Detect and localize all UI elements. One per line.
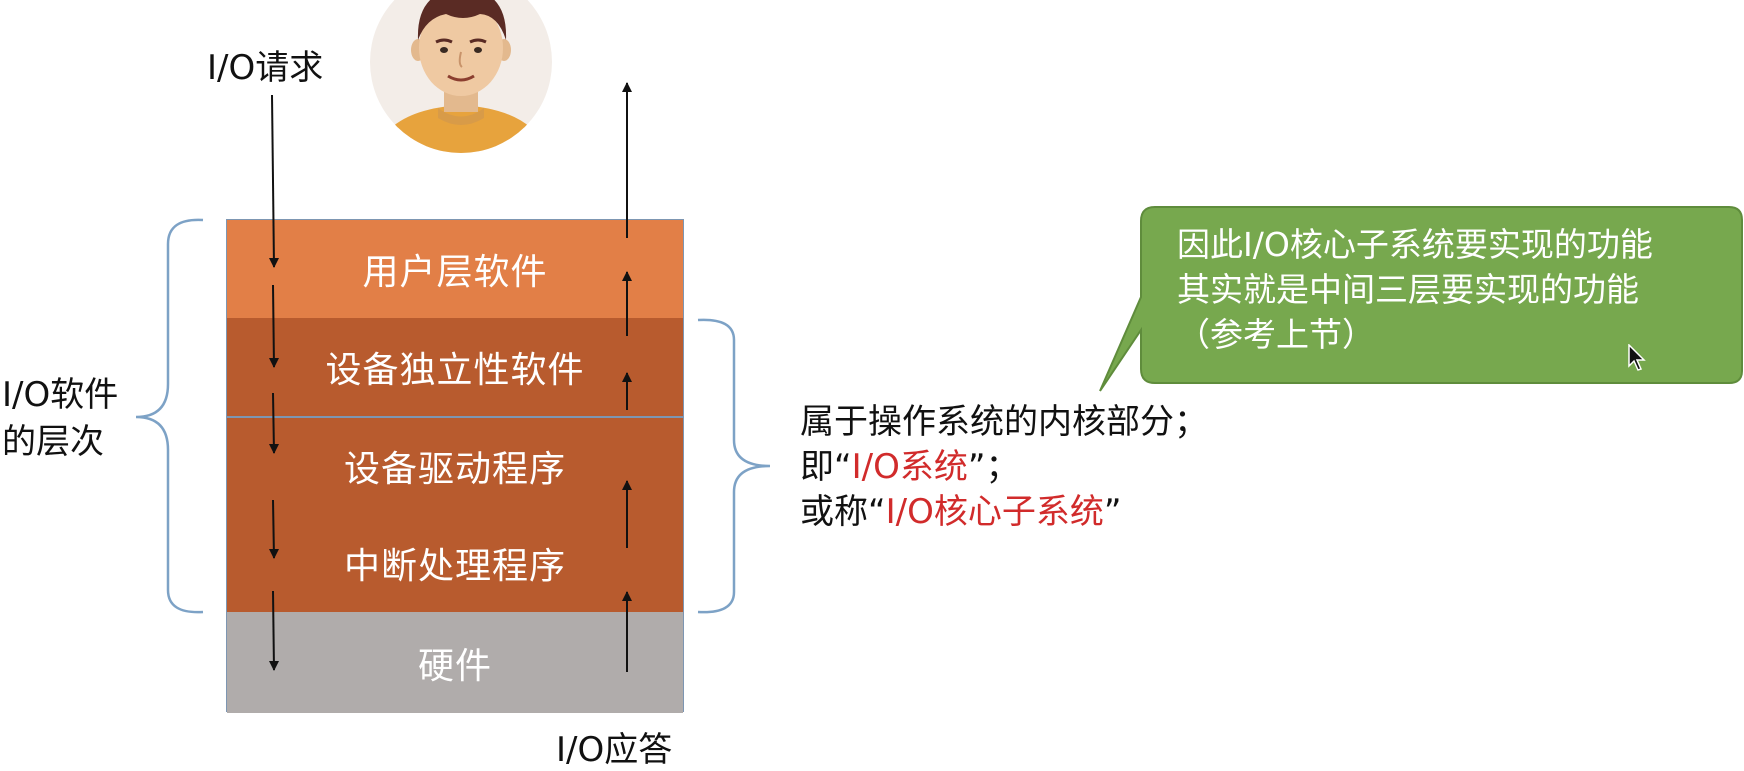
right-curly-bracket bbox=[697, 318, 771, 614]
callout-bubble bbox=[1099, 206, 1743, 392]
kernel-note: 属于操作系统的内核部分； 即“I/O系统”； 或称“I/O核心子系统” bbox=[800, 400, 1208, 535]
left-curly-bracket bbox=[135, 218, 204, 614]
io-system-highlight: I/O系统 bbox=[851, 447, 968, 487]
request-arrows bbox=[269, 95, 279, 671]
io-response-label: I/O应答 bbox=[556, 730, 673, 770]
callout-line3: （参考上节） bbox=[1177, 315, 1375, 354]
kernel-note-line2-prefix: 即“ bbox=[800, 447, 852, 487]
layer-user-software: 用户层软件 bbox=[227, 220, 683, 318]
layer-device-driver: 设备驱动程序 bbox=[227, 416, 683, 514]
kernel-note-line3: 或称“I/O核心子系统” bbox=[800, 490, 1208, 535]
request-arrow-3 bbox=[269, 392, 279, 454]
callout-text: 因此I/O核心子系统要实现的功能 其实就是中间三层要实现的功能 （参考上节） bbox=[1177, 222, 1653, 357]
io-request-label: I/O请求 bbox=[207, 48, 324, 88]
kernel-note-line2-suffix: ”； bbox=[967, 447, 1020, 487]
io-core-subsystem-highlight: I/O核心子系统 bbox=[885, 492, 1104, 532]
request-arrow-1 bbox=[269, 95, 279, 268]
kernel-note-line1: 属于操作系统的内核部分； bbox=[800, 402, 1208, 442]
software-levels-label: I/O软件 的层次 bbox=[2, 372, 118, 466]
mouse-cursor-icon bbox=[1628, 344, 1646, 371]
callout-line1: 因此I/O核心子系统要实现的功能 bbox=[1177, 225, 1653, 264]
io-software-layer-stack: 用户层软件 设备独立性软件 设备驱动程序 中断处理程序 硬件 bbox=[226, 219, 684, 713]
software-levels-label-line2: 的层次 bbox=[2, 422, 104, 462]
response-arrows bbox=[622, 82, 632, 672]
layer-interrupt-handler: 中断处理程序 bbox=[227, 514, 683, 612]
layer-hardware: 硬件 bbox=[227, 612, 683, 713]
request-arrow-4 bbox=[269, 499, 279, 559]
kernel-note-line3-suffix: ” bbox=[1103, 492, 1122, 532]
kernel-note-line2: 即“I/O系统”； bbox=[800, 445, 1208, 490]
kernel-note-line3-prefix: 或称“ bbox=[800, 492, 886, 532]
request-arrow-2 bbox=[269, 284, 279, 368]
request-arrow-5 bbox=[269, 590, 279, 671]
layer-device-independent-software: 设备独立性软件 bbox=[227, 318, 683, 416]
user-avatar bbox=[370, 0, 552, 153]
callout-line2: 其实就是中间三层要实现的功能 bbox=[1177, 270, 1639, 309]
software-levels-label-line1: I/O软件 bbox=[2, 375, 119, 415]
